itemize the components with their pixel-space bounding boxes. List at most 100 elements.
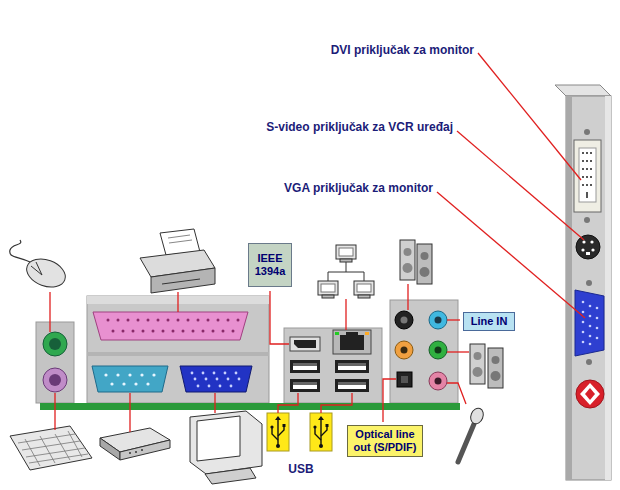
audio-jacks bbox=[435, 317, 442, 324]
microphone-icon bbox=[458, 424, 474, 462]
vga-connector bbox=[589, 305, 592, 308]
vga-port bbox=[205, 378, 208, 381]
parallel-port bbox=[107, 319, 240, 333]
speaker-icon bbox=[492, 356, 500, 364]
vga-connector bbox=[582, 301, 599, 346]
back-panel bbox=[36, 322, 74, 403]
speaker-icon bbox=[403, 263, 413, 273]
vga-port bbox=[216, 378, 219, 381]
network-icon bbox=[328, 272, 329, 281]
card-bracket bbox=[605, 96, 611, 480]
usb-ports bbox=[335, 360, 369, 373]
usb-icon bbox=[272, 428, 278, 440]
back-panel bbox=[284, 328, 382, 403]
port-wire bbox=[447, 351, 469, 352]
lan-port bbox=[340, 335, 364, 350]
monitor-icon bbox=[190, 411, 262, 474]
keyboard-icon bbox=[68, 431, 82, 457]
modem-icon bbox=[135, 451, 137, 453]
parallel-port bbox=[107, 319, 110, 322]
dvi-connector bbox=[590, 160, 592, 162]
usb-icon bbox=[267, 413, 332, 451]
leader-line bbox=[457, 131, 584, 240]
audio-jacks bbox=[401, 376, 408, 383]
vga-port bbox=[197, 385, 200, 388]
audio-jacks bbox=[429, 341, 447, 359]
vga-connector bbox=[586, 280, 592, 286]
parallel-port bbox=[237, 319, 240, 322]
vga-port bbox=[208, 385, 211, 388]
ps2-ports bbox=[43, 332, 67, 392]
vga-port bbox=[180, 366, 252, 392]
port-wire bbox=[49, 292, 50, 332]
speaker-icon bbox=[491, 371, 501, 381]
keyboard-icon bbox=[10, 426, 92, 470]
parallel-port bbox=[207, 319, 210, 322]
parallel-port bbox=[222, 330, 225, 333]
parallel-port bbox=[217, 319, 220, 322]
vga-port bbox=[191, 372, 241, 388]
port-wire bbox=[214, 393, 215, 413]
ps2-ports bbox=[49, 374, 61, 386]
connector-tag: Line IN bbox=[463, 312, 515, 331]
back-panel bbox=[87, 352, 269, 356]
parallel-port bbox=[227, 319, 230, 322]
s-video-connector bbox=[576, 235, 600, 259]
audio-jacks bbox=[395, 341, 413, 359]
modem-icon bbox=[129, 452, 131, 454]
lan-port bbox=[346, 332, 358, 336]
connector-tag: Optical line out (S/PDIF) bbox=[347, 425, 423, 457]
vga-port bbox=[230, 385, 233, 388]
modem-icon bbox=[120, 440, 170, 460]
parallel-port bbox=[117, 319, 120, 322]
serial-port bbox=[140, 373, 143, 376]
audio-jacks bbox=[435, 378, 442, 385]
port-wire bbox=[345, 299, 346, 330]
network-icon bbox=[354, 281, 374, 295]
vga-port bbox=[219, 385, 222, 388]
modem-icon bbox=[100, 438, 120, 460]
brand-logo bbox=[585, 388, 595, 400]
vga-connector bbox=[589, 315, 592, 318]
parallel-port bbox=[212, 330, 215, 333]
s-video-connector bbox=[582, 240, 585, 243]
dvi-connector bbox=[582, 184, 584, 186]
network-icon bbox=[321, 284, 335, 292]
lan-port bbox=[333, 330, 371, 354]
usb-ports bbox=[290, 360, 320, 373]
audio-jacks bbox=[401, 347, 408, 354]
vga-connector bbox=[596, 327, 599, 330]
port-wire bbox=[447, 319, 460, 320]
brand-logo bbox=[580, 383, 600, 405]
dvi-connector bbox=[586, 192, 588, 198]
usb-ports bbox=[335, 379, 369, 392]
modem-icon bbox=[141, 449, 143, 451]
parallel-port bbox=[122, 330, 125, 333]
port-wire bbox=[177, 292, 178, 312]
monitor-icon bbox=[197, 416, 240, 461]
keyboard-icon bbox=[10, 426, 92, 470]
network-icon bbox=[340, 259, 352, 262]
dvi-connector bbox=[579, 148, 596, 202]
speaker-icon bbox=[421, 252, 429, 260]
usb-icon bbox=[319, 444, 323, 448]
keyboard-icon bbox=[40, 436, 55, 463]
monitor-icon bbox=[190, 411, 262, 484]
vga-port bbox=[202, 372, 205, 375]
dvi-connector bbox=[582, 176, 584, 178]
usb-icon bbox=[278, 426, 284, 436]
vga-port bbox=[180, 366, 252, 392]
port-wire bbox=[278, 393, 298, 413]
parallel-port bbox=[142, 330, 145, 333]
dvi-connector bbox=[590, 184, 592, 186]
usb-ports bbox=[290, 379, 320, 392]
connector-label: S-video priključak za VCR uređaj bbox=[266, 120, 453, 134]
parallel-port bbox=[197, 319, 200, 322]
speaker-icon bbox=[420, 267, 430, 277]
parallel-port bbox=[137, 319, 140, 322]
parallel-port bbox=[132, 330, 135, 333]
port-wire bbox=[54, 393, 55, 430]
serial-port bbox=[104, 373, 155, 385]
vga-connector bbox=[582, 331, 585, 334]
